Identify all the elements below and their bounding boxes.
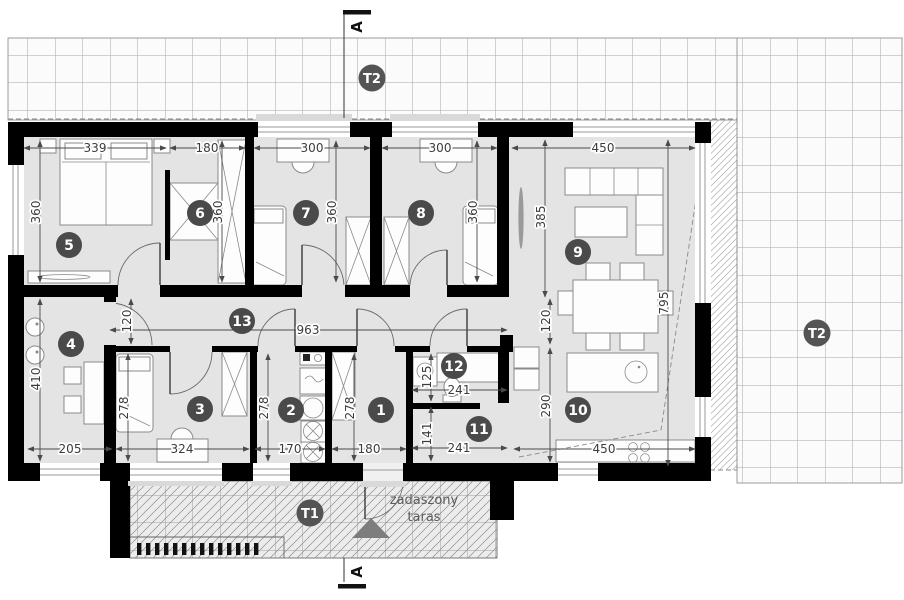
room7-bedroom-furniture <box>250 138 372 286</box>
room-3-number: 3 <box>195 402 205 418</box>
dimension-lines <box>23 139 696 467</box>
section-label-top: A <box>348 21 366 33</box>
dim-room2-width: 170 <box>279 442 302 456</box>
dim-room4-height: 410 <box>29 368 43 391</box>
window-room3-bottom <box>130 463 222 481</box>
dim-room1-width: 180 <box>358 442 381 456</box>
dim-room3-width: 324 <box>171 442 194 456</box>
window-room9-right <box>695 143 711 303</box>
dim-room4-width: 205 <box>59 442 82 456</box>
badge-terrace-t1: T1 <box>296 499 324 527</box>
badge-room-11: 11 <box>466 416 492 442</box>
room-12-number: 12 <box>444 359 463 375</box>
badge-room-13: 13 <box>229 308 255 334</box>
window-room8-top <box>392 122 478 137</box>
badge-room-10: 10 <box>565 397 591 423</box>
room-1-number: 1 <box>376 403 386 419</box>
room-8-number: 8 <box>416 206 426 222</box>
room-13-number: 13 <box>232 314 251 330</box>
window-room9-top <box>573 122 695 137</box>
badge-terrace-t2-top: T2 <box>358 64 386 92</box>
room3-bedroom-furniture <box>115 351 248 463</box>
dim-room7-width: 300 <box>301 141 324 155</box>
room10-kitchen-furniture <box>513 346 696 463</box>
t1-caption-line2: taras <box>407 510 440 525</box>
window-kitchen-right <box>695 397 711 437</box>
room9-living-furniture <box>518 167 674 351</box>
dim-kitchen-pass: 120 <box>539 310 553 333</box>
dim-room5-width: 339 <box>84 141 107 155</box>
badge-room-3: 3 <box>187 396 213 422</box>
section-marker-bottom: A <box>338 558 366 589</box>
windows <box>8 114 711 487</box>
dim-room9-width: 450 <box>592 141 615 155</box>
dim-room6-width: 180 <box>196 141 219 155</box>
room2-bathroom-fixtures <box>299 351 329 464</box>
dim-room8-width: 300 <box>429 141 452 155</box>
dim-wc-width: 241 <box>448 383 471 397</box>
dimension-labels: 339 180 300 300 450 963 241 241 205 324 … <box>27 139 672 457</box>
window-room2-bottom <box>253 463 290 481</box>
dim-store-height: 141 <box>420 423 434 446</box>
door-openings <box>104 285 467 352</box>
entrance-door-opening <box>363 463 403 481</box>
roof-overhang-hatch <box>709 120 738 471</box>
dim-corridor-length: 963 <box>297 323 320 337</box>
terrace-drain-grate <box>137 543 259 555</box>
room-5-number: 5 <box>64 238 74 254</box>
dim-kitchen-width: 450 <box>593 442 616 456</box>
terrace-step-edge <box>130 536 285 558</box>
room-7-number: 7 <box>301 206 311 222</box>
section-marker-top: A <box>343 10 371 118</box>
badge-room-5: 5 <box>56 232 82 258</box>
badge-room-4: 4 <box>58 331 84 357</box>
dim-corridor-width: 120 <box>120 310 134 333</box>
section-label-bottom: A <box>348 566 366 578</box>
dim-room7-height: 360 <box>325 201 339 224</box>
dim-room9-height: 385 <box>534 206 548 229</box>
room8-bedroom-furniture <box>383 138 499 286</box>
terrace-labels: T2 T2 T1 zadaszony taras <box>296 64 831 527</box>
room-6-number: 6 <box>195 206 205 222</box>
badge-room-9: 9 <box>565 239 591 265</box>
badge-room-12: 12 <box>441 353 467 379</box>
window-room4-bottom <box>40 463 100 481</box>
window-room7-top <box>258 122 350 137</box>
window-room5-left <box>8 165 24 255</box>
dim-room1-height: 278 <box>343 397 357 420</box>
badge-room-8: 8 <box>408 200 434 226</box>
badge-terrace-t2-right: T2 <box>803 319 831 347</box>
dim-store-width: 241 <box>448 441 471 455</box>
room-2-number: 2 <box>286 403 296 419</box>
dim-room2-height: 278 <box>257 397 271 420</box>
window-kitchen-bottom <box>558 463 598 481</box>
badge-room-2: 2 <box>278 397 304 423</box>
dim-room3-height: 278 <box>117 397 131 420</box>
t2-right-label: T2 <box>808 327 826 342</box>
room-10-number: 10 <box>568 403 588 419</box>
t1-caption-line1: zadaszony <box>390 493 459 508</box>
dim-wc-height: 125 <box>420 366 434 389</box>
dim-right-height: 795 <box>657 292 671 315</box>
dim-room5-height: 360 <box>29 201 43 224</box>
room-9-number: 9 <box>573 245 583 261</box>
dim-kitchen-height: 290 <box>539 395 553 418</box>
t1-label: T1 <box>301 507 319 522</box>
entrance-arrow-icon <box>352 518 390 538</box>
dim-room8-height: 360 <box>466 201 480 224</box>
badge-room-7: 7 <box>293 200 319 226</box>
badge-room-1: 1 <box>368 397 394 423</box>
room-4-number: 4 <box>66 337 76 353</box>
room-badges: 1 2 3 4 5 6 7 8 9 10 11 12 13 <box>56 200 591 442</box>
dim-room6-height: 360 <box>211 201 225 224</box>
badge-room-6: 6 <box>187 200 213 226</box>
room-11-number: 11 <box>469 422 488 438</box>
t2-top-label: T2 <box>363 72 381 87</box>
